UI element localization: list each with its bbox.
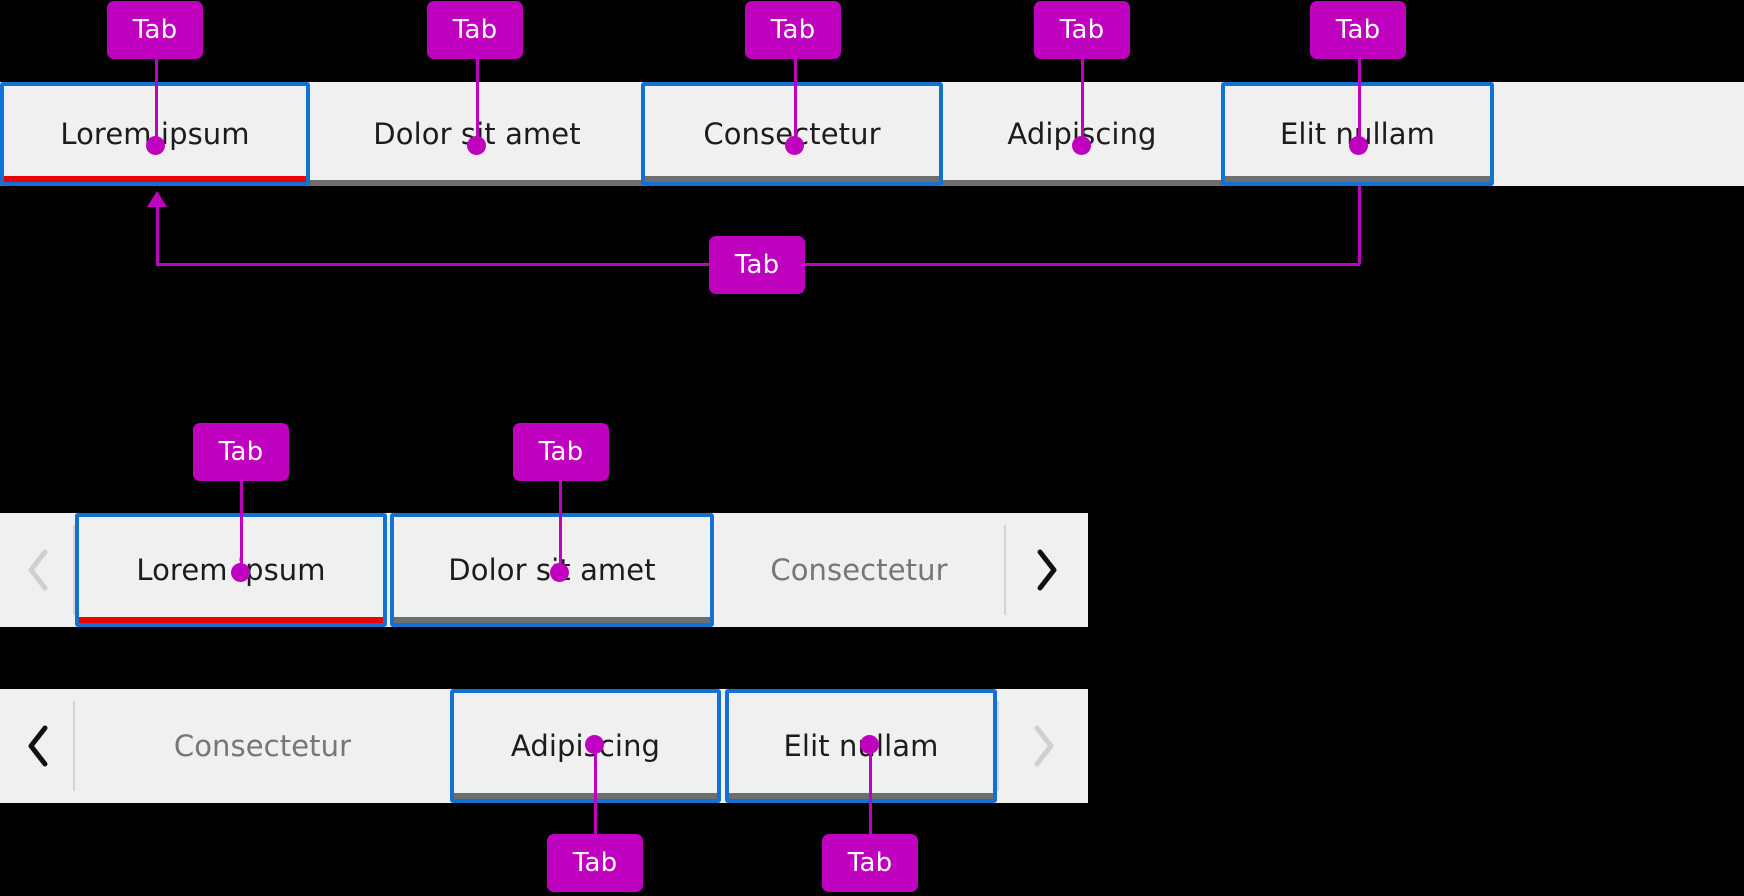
tab-label: Consectetur — [770, 553, 948, 587]
tab-underline — [1225, 176, 1490, 182]
bar3-tab-adipiscing[interactable]: Adipiscing — [450, 689, 721, 803]
tab-label: Consectetur — [173, 729, 352, 763]
chevron-left-icon — [28, 725, 47, 767]
callout-dot-10 — [860, 735, 879, 754]
divider — [73, 525, 75, 615]
scrollable-tab-bar-end: Consectetur Adipiscing Elit nullam — [0, 689, 1088, 803]
callout-dot-2 — [467, 136, 486, 155]
tab-underline — [394, 617, 710, 623]
callout-badge-6: Tab — [709, 236, 805, 294]
bar3-prev-button[interactable] — [0, 689, 75, 803]
callout-badge-5: Tab — [1310, 1, 1406, 59]
callout-badge-2: Tab — [427, 1, 523, 59]
divider — [73, 701, 75, 791]
bar1-tab-consectetur[interactable]: Consectetur — [641, 82, 943, 186]
callout-badge-4: Tab — [1034, 1, 1130, 59]
bar3-next-button[interactable] — [997, 689, 1088, 803]
callout-badge-9: Tab — [547, 834, 643, 892]
bar2-selected-indicator — [79, 617, 383, 623]
callout-line-8 — [559, 478, 562, 576]
callout-line-2 — [476, 56, 479, 146]
bar2-prev-button[interactable] — [0, 513, 75, 627]
chevron-left-icon — [28, 549, 47, 591]
callout-line-5 — [1358, 56, 1361, 146]
callout-dot-8 — [550, 563, 569, 582]
chevron-right-icon — [1034, 725, 1053, 767]
callout-line-4 — [1081, 56, 1084, 146]
callout-dot-4 — [1072, 136, 1091, 155]
callout-badge-1: Tab — [107, 1, 203, 59]
callout-line-1 — [155, 56, 158, 146]
tab-label: Lorem ipsum — [136, 553, 326, 587]
full-width-tab-bar: Lorem ipsum Dolor sit amet Consectetur A… — [0, 82, 1744, 186]
bar1-tab-elit-nullam[interactable]: Elit nullam — [1221, 82, 1494, 186]
callout-line-9 — [594, 740, 597, 840]
callout-badge-7: Tab — [193, 423, 289, 481]
callout-dot-5 — [1349, 136, 1368, 155]
callout-line-7 — [240, 478, 243, 576]
callout-dot-9 — [585, 735, 604, 754]
divider — [997, 701, 999, 791]
callout-arrow-6 — [147, 191, 167, 207]
bar1-selected-indicator — [4, 176, 306, 182]
callout-line-6-left — [156, 206, 159, 264]
chevron-right-icon — [1037, 549, 1057, 591]
tab-underline — [729, 793, 993, 799]
callout-badge-3: Tab — [745, 1, 841, 59]
tab-underline — [454, 793, 717, 799]
tab-underline — [645, 176, 939, 182]
bar3-tab-consectetur[interactable]: Consectetur — [75, 689, 450, 803]
callout-line-10 — [869, 740, 872, 840]
callout-line-6-right — [1358, 186, 1361, 264]
callout-dot-3 — [785, 136, 804, 155]
callout-badge-8: Tab — [513, 423, 609, 481]
callout-dot-1 — [146, 136, 165, 155]
divider — [1004, 525, 1006, 615]
callout-line-3 — [794, 56, 797, 146]
bar2-next-button[interactable] — [1004, 513, 1088, 627]
callout-badge-10: Tab — [822, 834, 918, 892]
callout-dot-7 — [231, 563, 250, 582]
scrollable-tab-bar-start: Lorem ipsum Dolor sit amet Consectetur — [0, 513, 1088, 627]
bar2-tab-consectetur[interactable]: Consectetur — [714, 513, 1004, 627]
